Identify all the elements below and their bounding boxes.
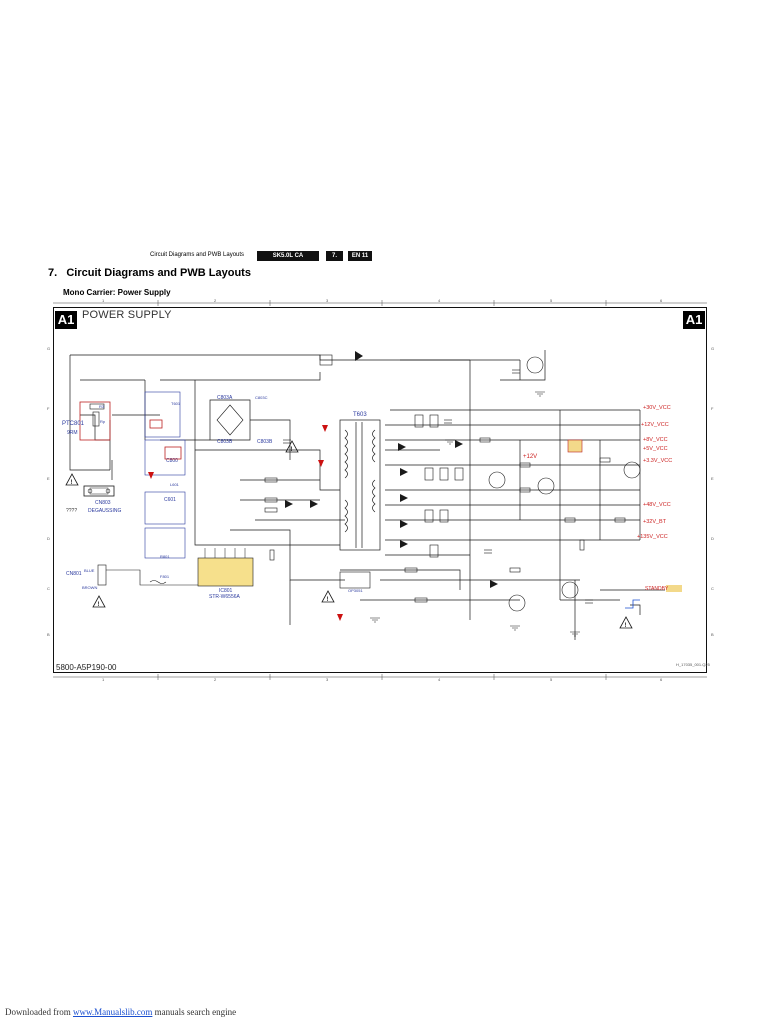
rp-label: Rp (100, 419, 106, 424)
grid-letter: E (711, 476, 714, 481)
degaussing-label: DEGAUSSING (88, 508, 121, 514)
section-subtitle: Mono Carrier: Power Supply (63, 288, 171, 297)
section-number: 7. (48, 267, 58, 279)
coil-note: ???? (66, 508, 77, 514)
capacitors (283, 369, 593, 604)
rail-135v: +135V_VCC (637, 534, 668, 540)
c601-box (144, 491, 186, 525)
c800-label: C800 (166, 458, 178, 464)
rail-48v: +48V_VCC (643, 502, 671, 508)
grid-letter: E (47, 476, 50, 481)
grid-number: 6 (660, 298, 663, 303)
ic801-body (197, 557, 254, 587)
ptc-part: 9RM (67, 430, 78, 436)
r3-label: R3 (99, 404, 105, 409)
grid-number: 2 (214, 298, 217, 303)
section-heading: 7. Circuit Diagrams and PWB Layouts (48, 267, 251, 279)
rail-32v: +32V_BT (643, 519, 667, 525)
wire-brown: BROWN (82, 585, 97, 590)
grid-number: 3 (326, 298, 329, 303)
diodes (285, 351, 498, 588)
c601-label: C601 (164, 497, 176, 503)
svg-text:!: ! (291, 447, 293, 453)
rail-3v3: +3.3V_VCC (643, 458, 672, 464)
rail-30v: +30V_VCC (643, 405, 671, 411)
grid-letter: G (47, 346, 50, 351)
l601-label: L601 (170, 482, 180, 487)
grid-letter: C (47, 586, 50, 591)
grid-number: 6 (660, 677, 663, 682)
transformer-label: T603 (353, 412, 367, 418)
transformer-t603 (339, 419, 381, 551)
rail-8v: +8V_VCC (643, 437, 668, 443)
transistors (488, 356, 641, 612)
grid-letter: B (711, 632, 714, 637)
footer-link[interactable]: www.Manualslib.com (72, 1007, 153, 1017)
standby-label: STANDBY (645, 586, 669, 592)
grid-number: 5 (550, 298, 553, 303)
r801-box (144, 527, 186, 559)
svg-text:!: ! (327, 597, 329, 603)
reference-code: H_17035_001.Q25 (676, 662, 710, 667)
ptc-label: PTC801 (62, 421, 85, 427)
grid-letter: C (711, 586, 714, 591)
grid-number: 4 (438, 298, 441, 303)
grid-number: 4 (438, 677, 441, 682)
svg-text:!: ! (71, 480, 73, 486)
degauss-coil (83, 485, 115, 497)
choke-box (144, 391, 181, 438)
grid-letter: F (47, 406, 50, 411)
mains-label: CN801 (66, 571, 82, 577)
r801-label: R801 (160, 554, 170, 559)
document-code: 5800-A5P190-00 (56, 663, 117, 672)
footer-prefix: Downloaded from (5, 1007, 71, 1017)
grid-number: 2 (214, 677, 217, 682)
svg-text:!: ! (98, 602, 100, 608)
header-chapter: 7. (326, 251, 343, 261)
grid-letter: D (47, 536, 50, 541)
grid-number: 5 (550, 677, 553, 682)
rail-12v: +12V_VCC (641, 422, 669, 428)
wire-blue: BLUE (84, 568, 95, 573)
opto-label: OP3051 (348, 588, 363, 593)
sheet-badge-left: A1 (55, 311, 77, 329)
header-title: Circuit Diagrams and PWB Layouts (150, 252, 245, 258)
ptc-box (79, 401, 111, 441)
footer-suffix: manuals search engine (154, 1007, 237, 1017)
grid-number: 1 (102, 677, 105, 682)
choke-label: T601 (171, 401, 181, 406)
coil-label: CN803 (95, 500, 111, 506)
resistors (264, 354, 626, 603)
wires (69, 350, 665, 640)
grid-letter: B (47, 632, 50, 637)
grid-number: 3 (326, 677, 329, 682)
section-title: Circuit Diagrams and PWB Layouts (66, 267, 251, 279)
mains-connector (97, 564, 107, 586)
bridge-rectifier (216, 404, 244, 436)
footer: Downloaded from www.Manualslib.com manua… (5, 1007, 236, 1017)
c800-box (144, 439, 186, 476)
ic-label: IC801 (219, 588, 233, 594)
sheet-badge-right: A1 (683, 311, 705, 329)
schematic-title: POWER SUPPLY (82, 309, 172, 321)
header-model: SK5.0L CA (257, 251, 319, 261)
grid-number: 1 (102, 298, 105, 303)
warning-triangles (65, 440, 633, 629)
grid-letter: F (711, 406, 714, 411)
schematic-frame (53, 307, 707, 673)
plus12-label: +12V (523, 454, 537, 460)
bridge-d: C803B (257, 439, 273, 445)
grid-letter: D (711, 536, 714, 541)
grid-letter: G (711, 346, 714, 351)
bridge-c: C803C (255, 395, 268, 400)
rail-5v: +5V_VCC (643, 446, 668, 452)
grounds (370, 391, 580, 637)
ic-part: STR-W6556A (209, 594, 241, 600)
bridge-a: C803A (217, 395, 233, 401)
fuse-label: F801 (160, 574, 170, 579)
header-page: EN 11 (348, 251, 372, 261)
svg-text:!: ! (625, 623, 627, 629)
bridge-b: C803B (217, 439, 233, 445)
